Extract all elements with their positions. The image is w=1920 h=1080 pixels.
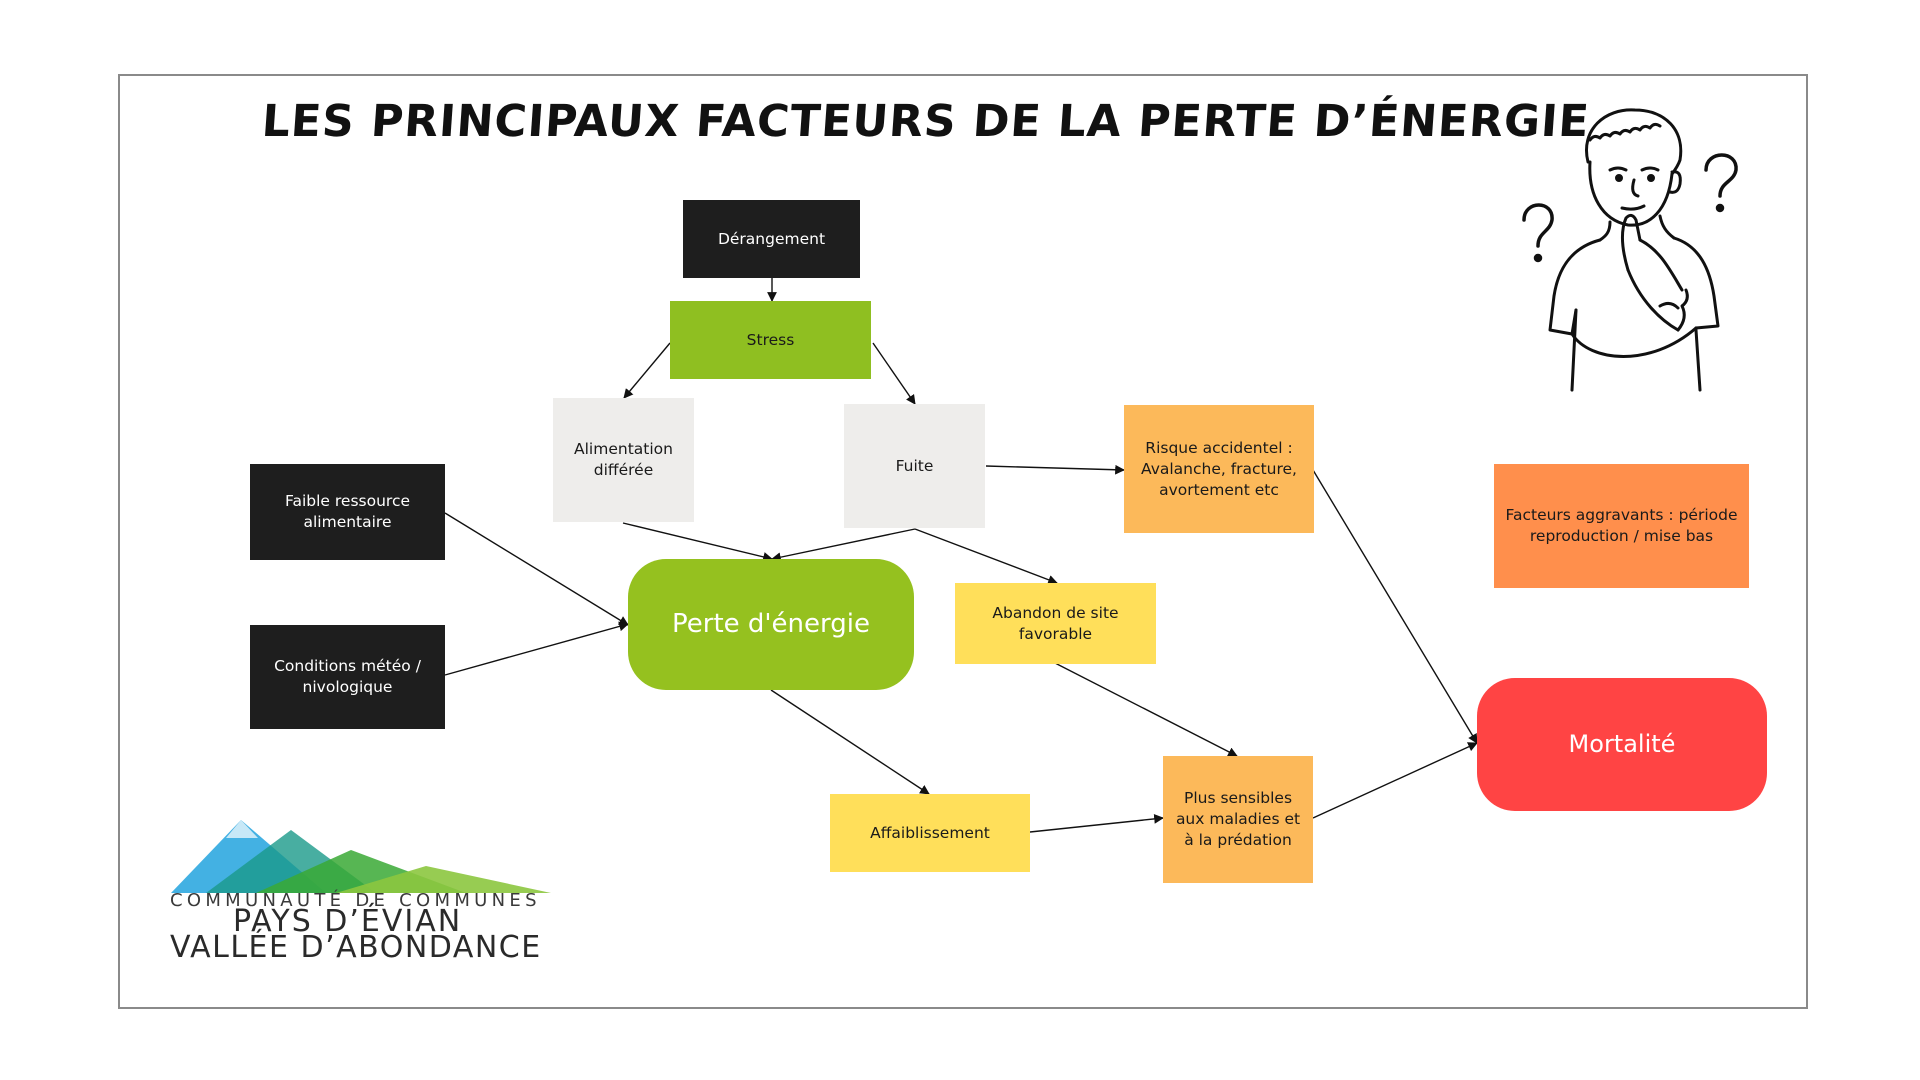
node-faible-ressource: Faible ressource alimentaire <box>250 464 445 560</box>
arrow-fuite-risque <box>985 464 1125 475</box>
node-alimentation: Alimentation différée <box>553 398 694 522</box>
arrow-perte-affaiblissement <box>770 689 930 795</box>
thinking-person-icon <box>1522 108 1738 392</box>
node-affaiblissement: Affaiblissement <box>830 794 1030 872</box>
arrow-faible-perte <box>444 512 629 626</box>
arrow-fuite-perte <box>771 528 916 562</box>
node-sensibles: Plus sensibles aux maladies et à la préd… <box>1163 756 1313 883</box>
arrow-affaiblissement-sensibles <box>1029 814 1164 833</box>
arrow-sensibles-mortalite <box>1312 742 1478 819</box>
node-risque: Risque accidentel : Avalanche, fracture,… <box>1124 405 1314 533</box>
node-abandon: Abandon de site favorable <box>955 583 1156 664</box>
node-mortalite: Mortalité <box>1477 678 1767 811</box>
arrow-conditions-perte <box>444 621 629 676</box>
arrow-alimentation-perte <box>622 522 773 562</box>
logo-line-2: PAYS D’ÉVIAN <box>233 904 463 939</box>
node-conditions: Conditions météo / nivologique <box>250 625 445 729</box>
diagram-frame <box>118 74 1808 1009</box>
arrow-stress-fuite <box>872 342 916 405</box>
arrow-fuite-abandon <box>914 528 1058 585</box>
arrow-abandon-sensibles <box>1054 662 1238 757</box>
arrow-stress-alimentation <box>623 342 671 399</box>
node-facteurs-aggravants: Facteurs aggravants : période reproducti… <box>1494 464 1749 588</box>
node-stress: Stress <box>670 301 871 379</box>
arrow-risque-mortalite <box>1312 469 1478 744</box>
node-perte-energie: Perte d'énergie <box>628 559 914 690</box>
node-fuite: Fuite <box>844 404 985 528</box>
logo-line-3: VALLÉE D’ABONDANCE <box>170 930 542 965</box>
ccpeva-logo <box>171 820 551 893</box>
logo-line-1: COMMUNAUTÉ DE COMMUNES <box>170 890 541 911</box>
node-derangement: Dérangement <box>683 200 860 278</box>
